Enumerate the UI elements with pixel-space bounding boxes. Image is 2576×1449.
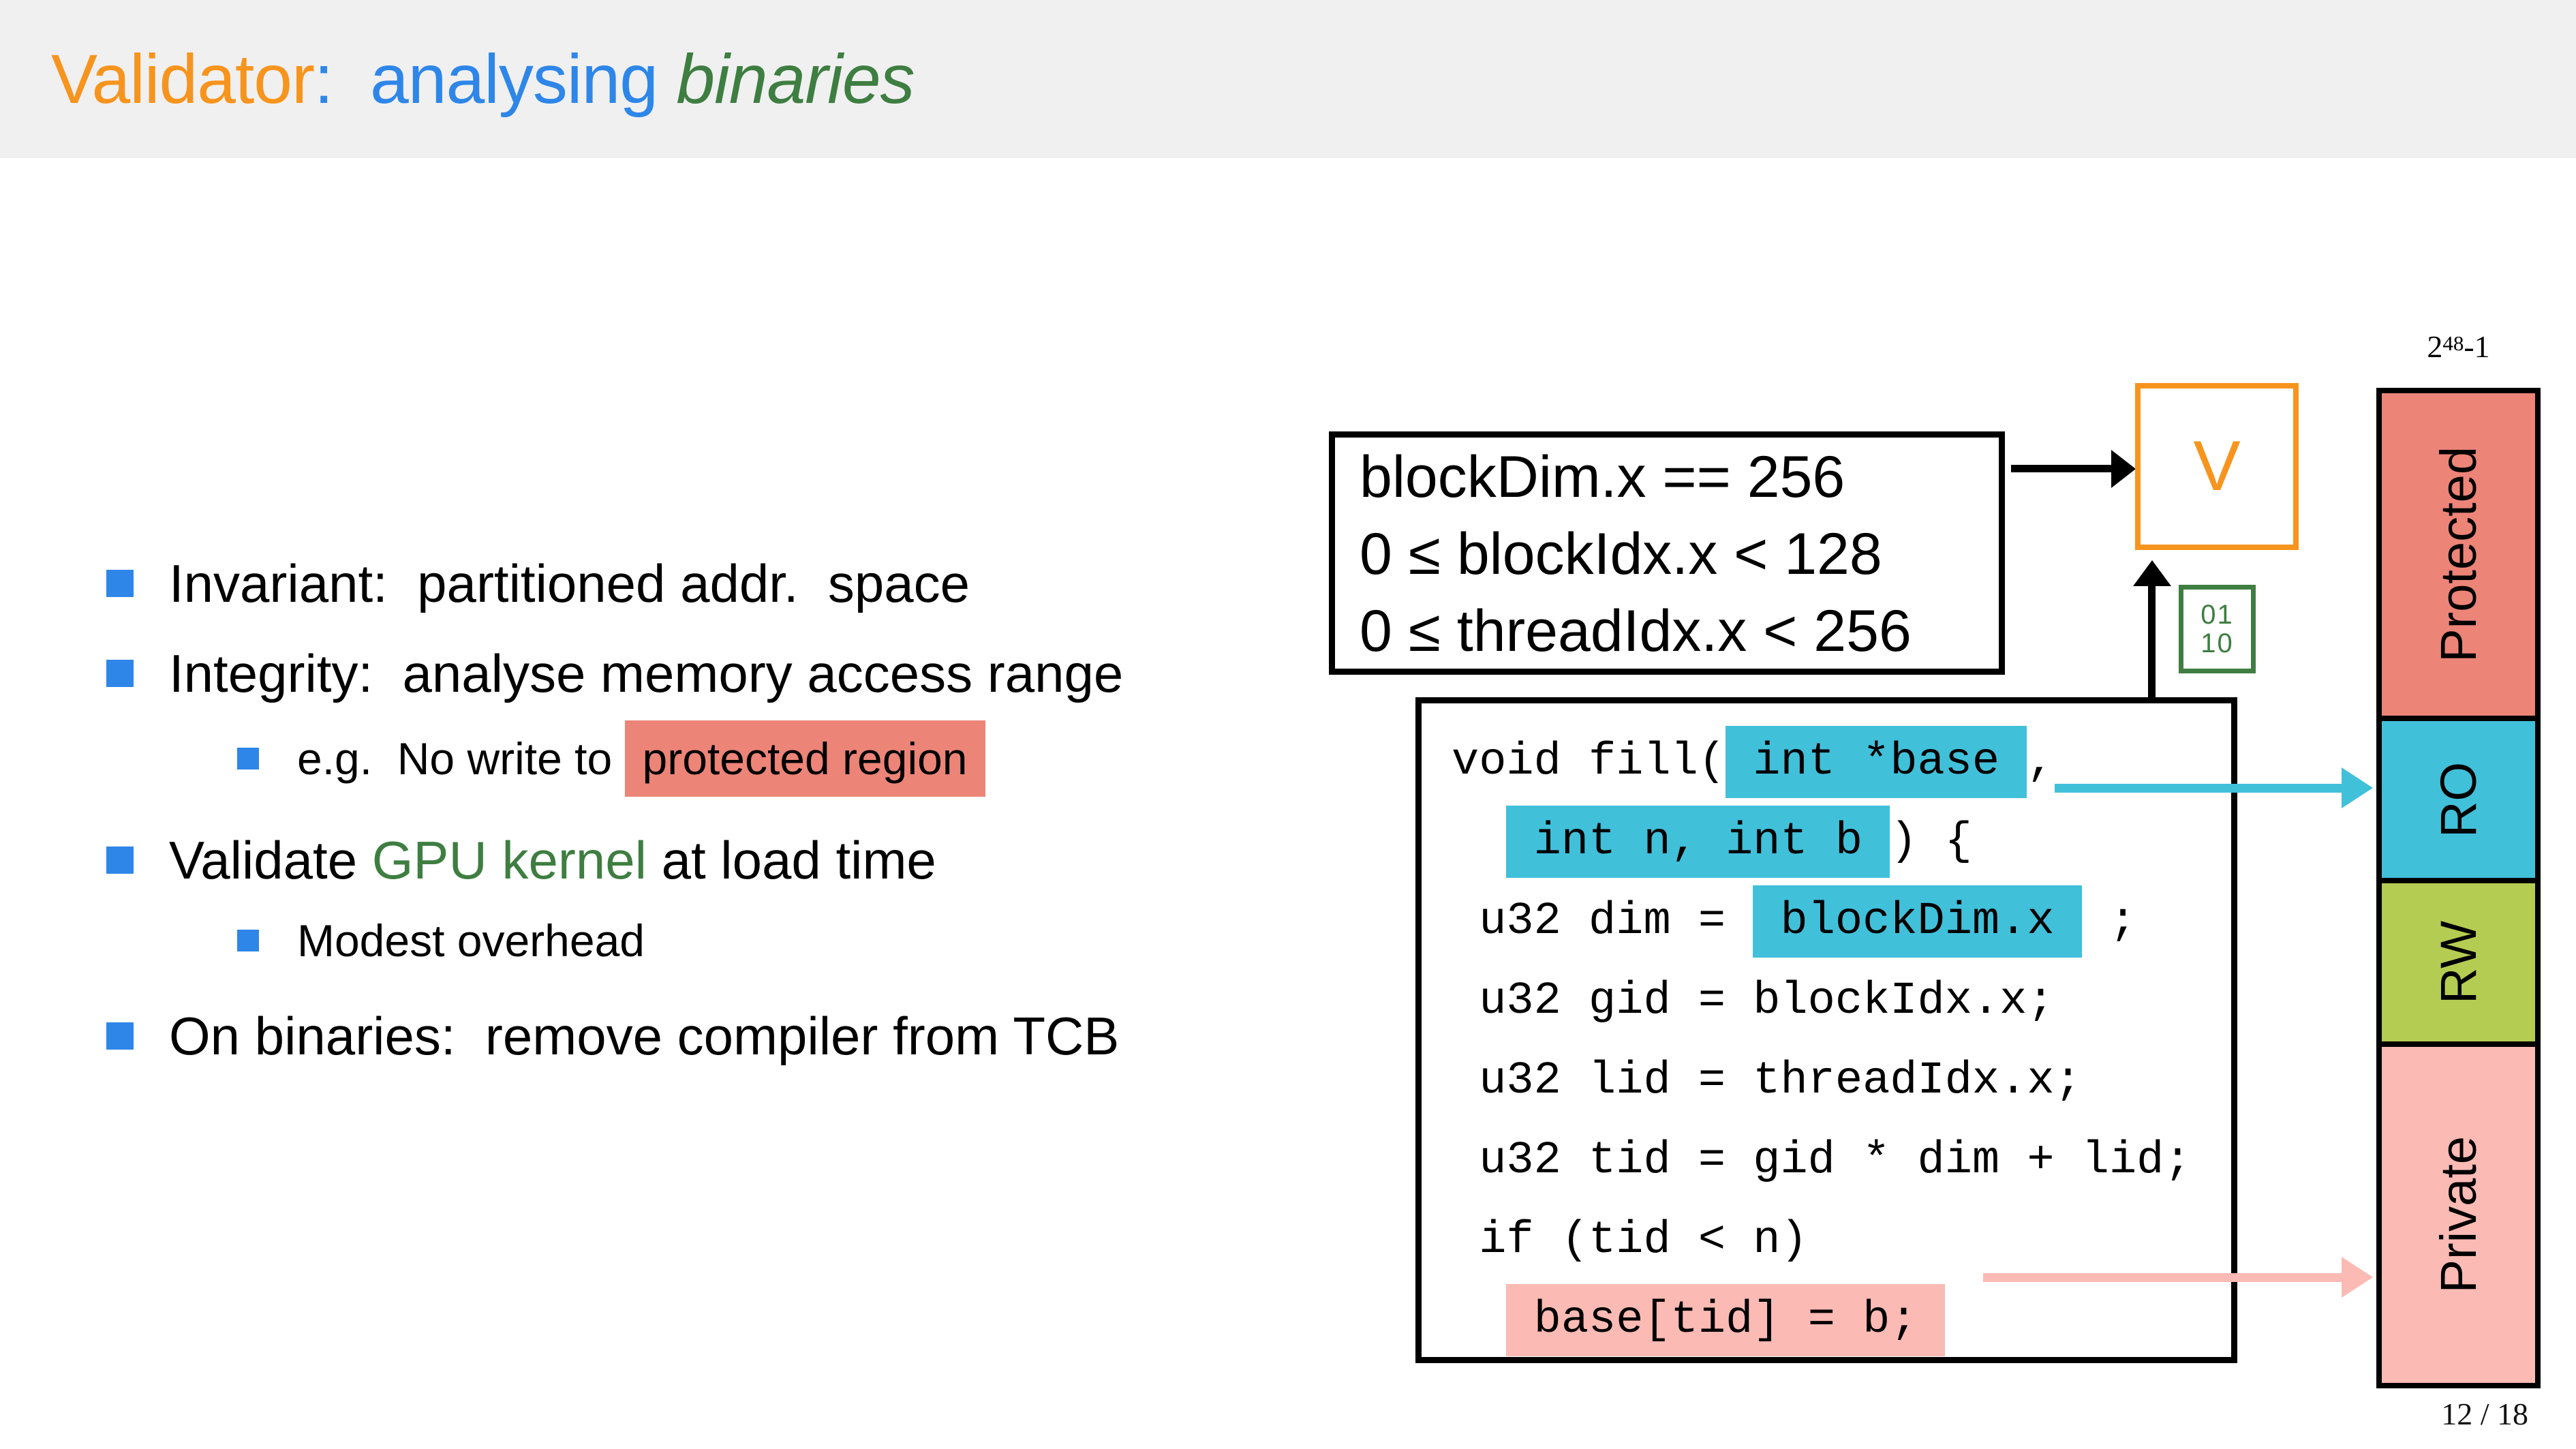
memory-map-bar: Protected RO RW Private [2376, 388, 2541, 1388]
code-highlight-pink: base[tid] = b; [1506, 1284, 1945, 1356]
arrow-base-to-ro [2055, 784, 2346, 793]
code-line: u32 lid = threadIdx.x; [1452, 1041, 2082, 1121]
bullet-text: Modest overhead [297, 915, 645, 966]
address-space-top-label: 248-1 [2376, 329, 2541, 365]
segment-ro: RO [2382, 716, 2535, 878]
code-text: u32 gid = blockIdx.x; [1452, 975, 2055, 1027]
bullet-binaries: On binaries: remove compiler from TCB [106, 1005, 1119, 1067]
binary-bits-box: 01 10 [2179, 585, 2256, 673]
code-text: u32 lid = threadIdx.x; [1452, 1055, 2082, 1107]
bullet-square-icon [237, 930, 259, 951]
code-highlight-cyan: blockDim.x [1753, 885, 2082, 958]
segment-rw: RW [2382, 878, 2535, 1041]
bullet-text: On binaries: remove compiler from TCB [169, 1005, 1120, 1066]
bits-row: 01 [2201, 600, 2234, 630]
addr-suffix: -1 [2464, 329, 2490, 364]
arrowhead-right-icon [2111, 450, 2136, 488]
segment-protected: Protected [2382, 393, 2535, 716]
bullet-invariant: Invariant: partitioned addr. space [106, 553, 970, 614]
bits-row: 10 [2201, 628, 2234, 658]
arrow-constraints-to-validator [2011, 465, 2120, 472]
addr-base: 2 [2427, 329, 2443, 364]
code-highlight-cyan: int *base [1726, 726, 2027, 798]
code-line: int n, int b ) { [1452, 802, 1972, 882]
constraint-line: 0 ≤ threadIdx.x < 256 [1360, 598, 1912, 664]
addr-exponent: 48 [2442, 331, 2464, 355]
segment-label: RW [2430, 921, 2487, 1004]
code-text [1452, 816, 1506, 868]
bullet-no-write: e.g. No write to protected region [237, 720, 985, 797]
segment-label: Protected [2430, 446, 2487, 662]
arrowhead-pink-icon [2342, 1257, 2373, 1298]
segment-label: Private [2430, 1136, 2487, 1294]
code-highlight-cyan: int n, int b [1506, 806, 1890, 878]
bullet-text: Invariant: partitioned addr. space [169, 553, 970, 613]
code-text: , [2027, 736, 2055, 788]
bullet-text: e.g. No write to [297, 733, 625, 784]
segment-label: RO [2430, 761, 2487, 838]
bullet-text: at load time [646, 829, 936, 890]
validator-box: V [2135, 383, 2299, 550]
page-title: Validator: analysing binaries [51, 40, 915, 119]
constraints-box: blockDim.x == 256 0 ≤ blockIdx.x < 128 0… [1329, 431, 2005, 675]
bullet-square-icon [106, 1022, 134, 1050]
bullet-overhead: Modest overhead [237, 910, 645, 971]
protected-region-highlight: protected region [624, 720, 985, 797]
arrow-code-to-validator [2148, 581, 2156, 697]
code-line: u32 dim = blockDim.x ; [1452, 882, 2136, 962]
page-number: 12 / 18 [2441, 1397, 2528, 1431]
constraint-line: 0 ≤ blockIdx.x < 128 [1360, 521, 1882, 587]
bullet-text: Validate [169, 829, 372, 890]
gpu-kernel-text: GPU kernel [371, 829, 647, 890]
arrowhead-cyan-icon [2342, 767, 2373, 808]
arrow-write-to-private [1983, 1273, 2346, 1282]
code-line: void fill( int *base , [1452, 722, 2055, 802]
constraint-line: blockDim.x == 256 [1360, 444, 1845, 510]
segment-private: Private [2382, 1041, 2535, 1383]
code-text: u32 tid = gid * dim + lid; [1452, 1135, 2192, 1187]
slide-header: Validator: analysing binaries [0, 0, 2576, 158]
bullet-square-icon [106, 570, 134, 597]
title-analysing: : analysing [314, 40, 677, 118]
code-text: u32 dim = [1452, 896, 1753, 947]
code-line: u32 tid = gid * dim + lid; [1452, 1121, 2192, 1201]
code-text: void fill( [1452, 736, 1726, 788]
validator-label: V [2193, 427, 2241, 506]
code-line: base[tid] = b; [1452, 1281, 1945, 1360]
code-line: if (tid < n) [1452, 1201, 1808, 1281]
bullet-integrity: Integrity: analyse memory access range [106, 643, 1123, 704]
bullet-square-icon [106, 846, 134, 874]
title-validator: Validator [51, 40, 315, 118]
code-text: if (tid < n) [1452, 1215, 1808, 1266]
code-text: ; [2081, 896, 2137, 947]
bullet-square-icon [237, 748, 259, 769]
bullet-validate: Validate GPU kernel at load time [106, 829, 936, 891]
code-text [1452, 1294, 1506, 1346]
bullet-square-icon [106, 660, 134, 687]
code-text: ) { [1890, 816, 1972, 868]
bullet-text: Integrity: analyse memory access range [169, 643, 1124, 703]
title-binaries: binaries [676, 40, 915, 118]
code-line: u32 gid = blockIdx.x; [1452, 962, 2055, 1041]
